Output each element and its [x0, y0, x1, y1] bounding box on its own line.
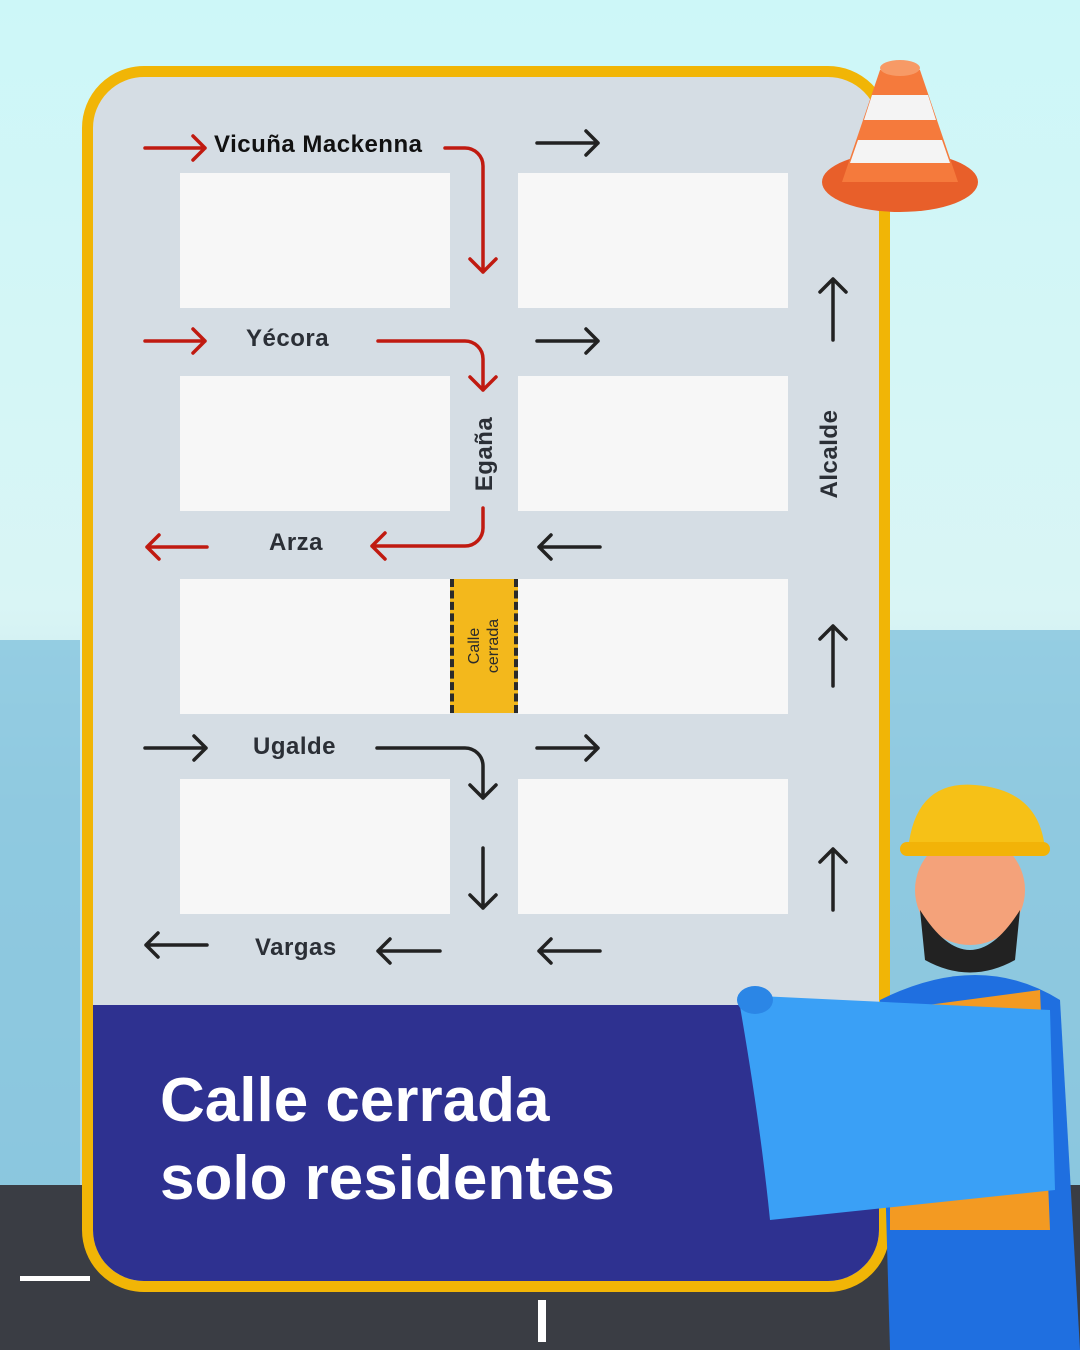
arrow-right-icon	[143, 134, 207, 162]
street-label-yecora: Yécora	[246, 325, 330, 352]
headline-line2: solo residentes	[160, 1144, 615, 1213]
headline-line1: Calle cerrada	[160, 1066, 550, 1135]
arrow-right-icon	[535, 734, 600, 762]
city-block	[180, 173, 450, 308]
city-block	[518, 173, 788, 308]
lane-marking	[20, 1276, 90, 1281]
city-block	[518, 579, 788, 714]
arrow-up-icon	[818, 277, 848, 342]
worker-illustration	[737, 784, 1080, 1350]
street-label-vargas: Vargas	[255, 934, 337, 961]
arrow-left-icon	[537, 533, 602, 561]
detour-route-icon	[370, 506, 485, 561]
arrow-right-icon	[535, 129, 600, 157]
city-block	[180, 376, 450, 511]
arrow-up-icon	[818, 847, 848, 912]
city-block	[180, 579, 450, 714]
street-label-arza: Arza	[269, 529, 324, 556]
city-block	[180, 779, 450, 914]
street-label-ugalde: Ugalde	[253, 733, 337, 760]
city-block	[518, 376, 788, 511]
arrow-down-icon	[468, 846, 498, 910]
arrow-right-icon	[143, 734, 208, 762]
arrow-left-icon	[376, 937, 442, 965]
headline: Calle cerrada solo residentes	[160, 1062, 615, 1218]
arrow-left-icon	[537, 937, 602, 965]
arrow-left-icon	[145, 533, 209, 561]
turn-down-icon	[375, 746, 498, 800]
background-building	[0, 640, 80, 1200]
lane-marking	[538, 1300, 546, 1342]
arrow-up-icon	[818, 624, 848, 688]
detour-route-icon	[376, 339, 498, 392]
street-label-vicuna-mackenna: Vicuña Mackenna	[214, 131, 423, 158]
arrow-left-icon	[144, 931, 209, 959]
city-block	[518, 779, 788, 914]
arrow-right-icon	[143, 327, 207, 355]
arrow-right-icon	[535, 327, 600, 355]
detour-arrows	[143, 134, 498, 561]
detour-route-icon	[443, 146, 498, 274]
traffic-cone-icon	[822, 60, 978, 212]
